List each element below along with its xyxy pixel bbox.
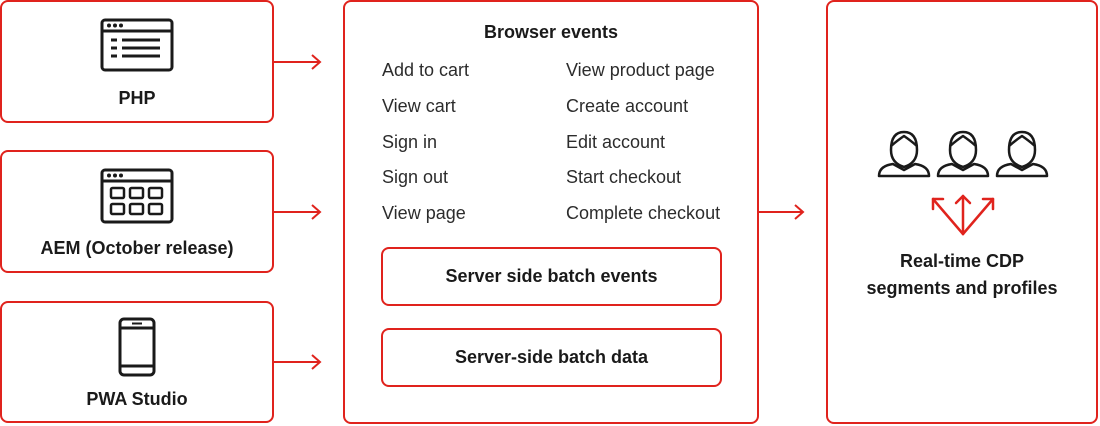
source-label-pwa: PWA Studio	[86, 389, 188, 409]
arrow-right-icon	[274, 54, 322, 70]
user-profiles-icon	[877, 130, 1049, 236]
server-side-batch-events-box: Server side batch events	[381, 247, 722, 306]
browser-list-icon	[100, 18, 174, 72]
arrow-right-icon	[759, 204, 805, 220]
source-label-aem: AEM (October release)	[40, 238, 234, 258]
php-source-box: PHP	[0, 0, 274, 123]
event-item: View page	[382, 203, 466, 223]
event-item: Add to cart	[382, 60, 470, 80]
smartphone-icon	[118, 317, 156, 377]
cdp-label-line1: Real-time CDP	[899, 251, 1025, 271]
arrow-right-icon	[274, 354, 322, 370]
events-title: Browser events	[483, 22, 619, 42]
event-item: View product page	[566, 60, 715, 80]
cdp-box: Real-time CDP segments and profiles	[826, 0, 1098, 424]
events-box: Browser events Add to cart View cart Sig…	[343, 0, 759, 424]
aem-source-box: AEM (October release)	[0, 150, 274, 273]
event-item: View cart	[382, 96, 456, 116]
cdp-label-line2: segments and profiles	[866, 278, 1058, 298]
browser-grid-icon	[100, 168, 174, 224]
event-item: Complete checkout	[566, 203, 721, 223]
event-item: Sign in	[382, 132, 438, 152]
event-item: Start checkout	[566, 167, 682, 187]
event-item: Create account	[566, 96, 689, 116]
event-item: Sign out	[382, 167, 449, 187]
arrow-right-icon	[274, 204, 322, 220]
event-item: Edit account	[566, 132, 666, 152]
server-side-batch-data-box: Server-side batch data	[381, 328, 722, 387]
pwa-source-box: PWA Studio	[0, 301, 274, 423]
source-label-php: PHP	[118, 88, 156, 108]
